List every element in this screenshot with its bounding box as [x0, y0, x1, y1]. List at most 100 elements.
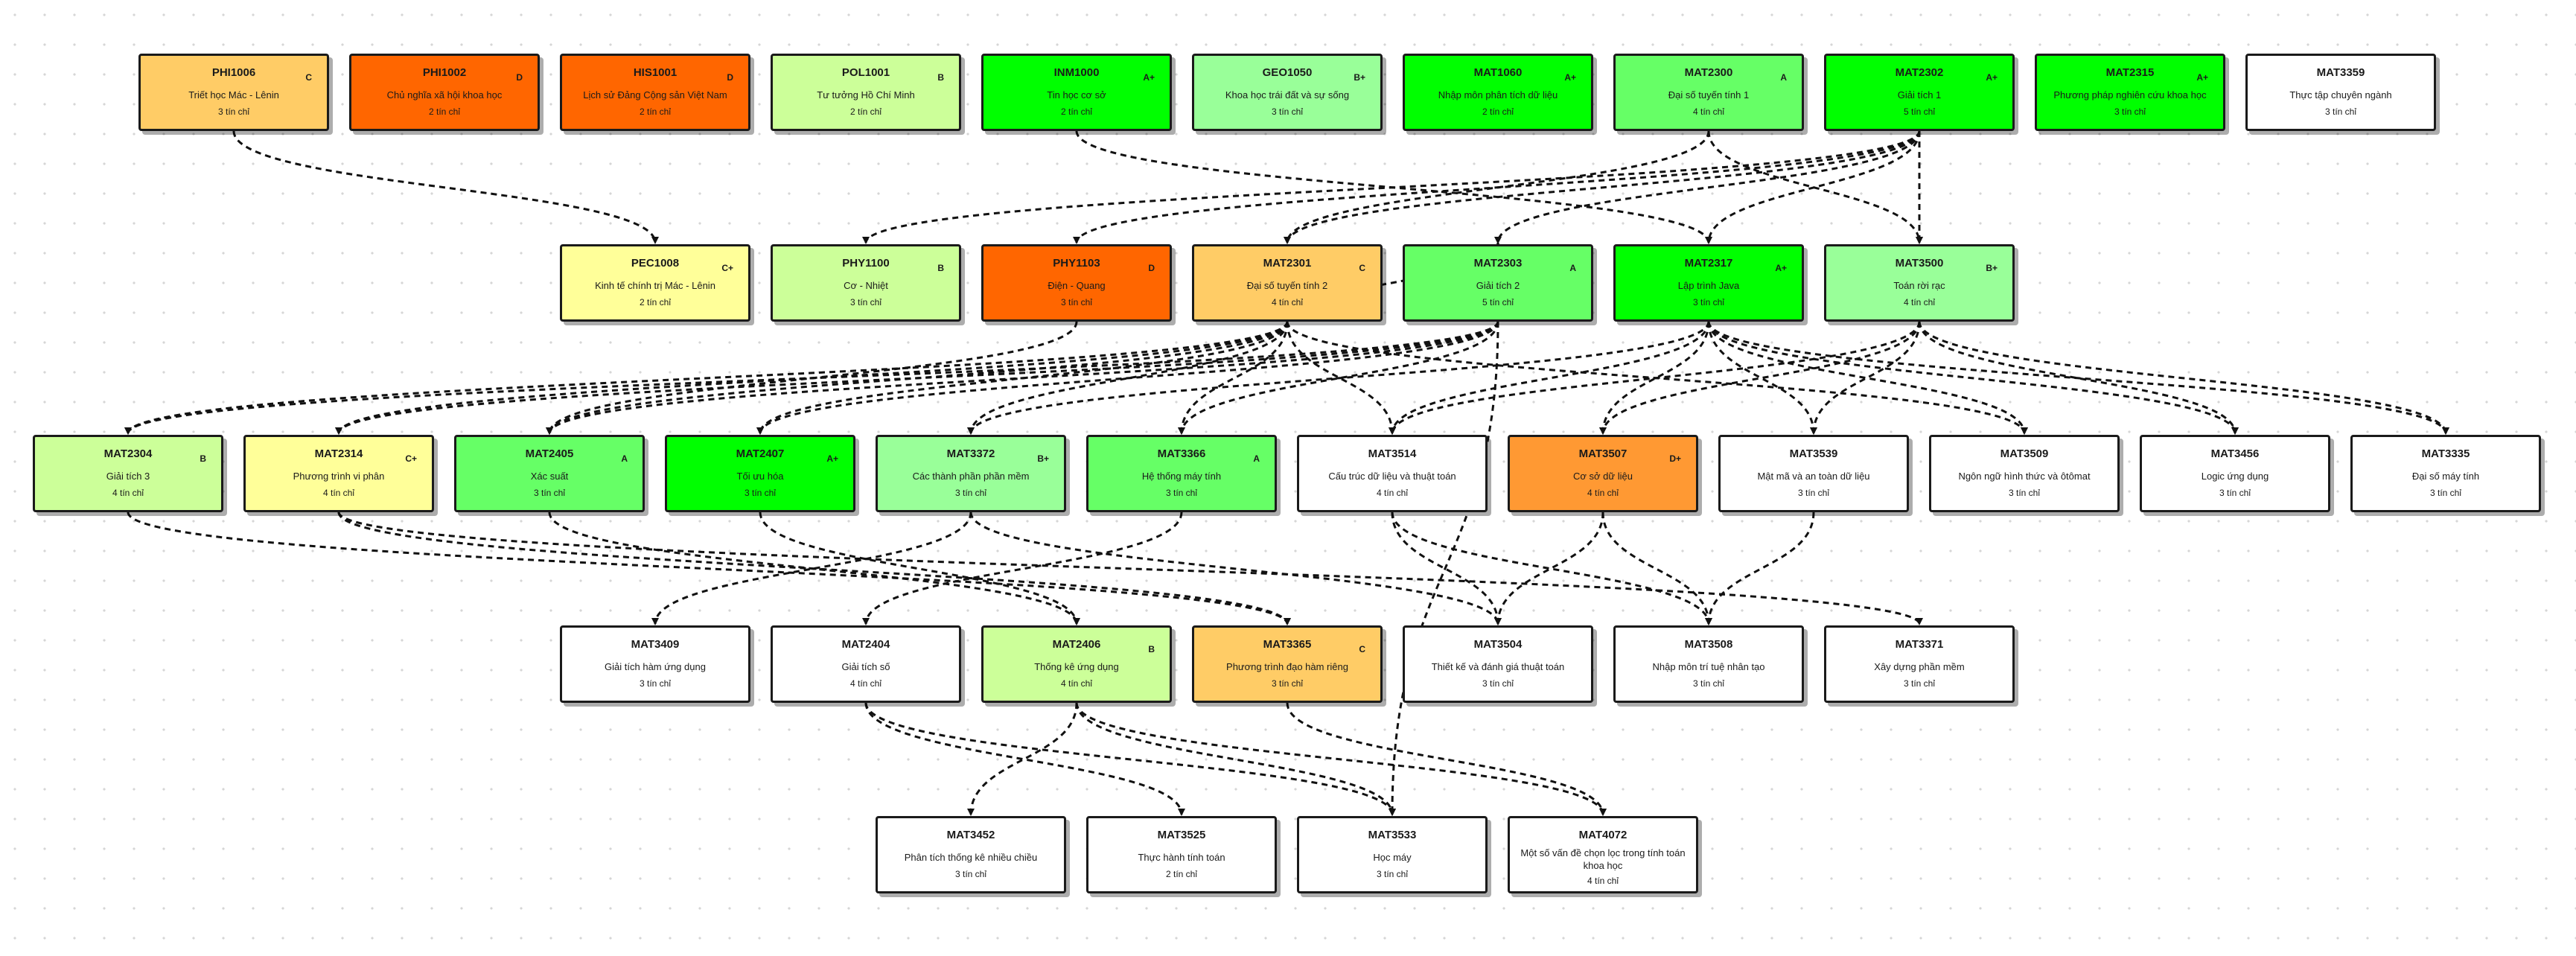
course-name: Phương trình đạo hàm riêng: [1226, 661, 1348, 672]
course-name: Tối ưu hóa: [736, 471, 784, 482]
course-credits: 3 tín chỉ: [773, 297, 959, 307]
course-code: MAT2315: [2105, 66, 2155, 79]
course-credits: 3 tín chỉ: [141, 106, 327, 117]
course-code: INM1000: [1053, 66, 1100, 79]
credits-number: 3: [849, 297, 855, 307]
course-code: MAT3456: [2210, 447, 2260, 460]
course-credits: 2 tín chỉ: [983, 106, 1170, 117]
course-name: Giải tích 2: [1476, 280, 1520, 291]
credits-suffix: tín chỉ: [331, 488, 355, 498]
credits-number: 4: [1376, 488, 1382, 498]
course-code: MAT2304: [103, 447, 153, 460]
course-name: Hệ thống máy tính: [1141, 471, 1222, 482]
credits-number: 4: [1060, 678, 1066, 689]
credits-number: 4: [1271, 297, 1277, 307]
credits-suffix: tín chỉ: [963, 488, 987, 498]
credits-number: 4: [1692, 106, 1698, 117]
course-name: Đại số máy tính: [2411, 471, 2480, 482]
course-code: MAT3500: [1895, 257, 1944, 270]
course-name: Các thành phần phần mềm: [912, 471, 1030, 482]
course-name: Giải tích 1: [1897, 89, 1942, 101]
credits-suffix: tín chỉ: [1173, 869, 1198, 879]
credits-suffix: tín chỉ: [1279, 297, 1304, 307]
credits-number: 3: [1271, 678, 1277, 689]
credits-suffix: tín chỉ: [2122, 106, 2146, 117]
course-credits: 4 tín chỉ: [246, 488, 432, 498]
course-grade: A+: [1564, 72, 1576, 83]
course-credits: 5 tín chỉ: [1826, 106, 2012, 117]
course-name: Toán rời rạc: [1893, 280, 1945, 291]
course-name: Nhập môn phân tích dữ liệu: [1438, 89, 1558, 101]
credits-suffix: tín chỉ: [1068, 678, 1093, 689]
credits-suffix: tín chỉ: [858, 106, 882, 117]
course-credits: 3 tín chỉ: [2353, 488, 2539, 498]
credits-number: 2: [1165, 869, 1171, 879]
course-credits: 3 tín chỉ: [1194, 106, 1380, 117]
credits-number: 3: [954, 869, 960, 879]
credits-number: 3: [2219, 488, 2225, 498]
course-grade: A+: [1986, 72, 1998, 83]
credits-number: 3: [1271, 106, 1277, 117]
course-credits: 3 tín chỉ: [667, 488, 853, 498]
credits-suffix: tín chỉ: [1911, 678, 1936, 689]
credits-suffix: tín chỉ: [2333, 106, 2357, 117]
credits-number: 3: [744, 488, 750, 498]
course-name: Điện - Quang: [1048, 280, 1106, 291]
course-name: Mật mã và an toàn dữ liệu: [1757, 471, 1870, 482]
course-code: PHY1103: [1053, 257, 1100, 270]
credits-number: 2: [849, 106, 855, 117]
credits-number: 2: [639, 106, 645, 117]
credits-number: 4: [849, 678, 855, 689]
course-credits: 4 tín chỉ: [1194, 297, 1380, 307]
course-grade: C+: [405, 453, 417, 464]
credits-suffix: tín chỉ: [1911, 297, 1936, 307]
course-grade: A+: [2196, 72, 2208, 83]
course-name: Phân tích thống kê nhiều chiều: [904, 852, 1038, 863]
course-credits: 3 tín chỉ: [2037, 106, 2223, 117]
course-credits: 4 tín chỉ: [1510, 876, 1696, 886]
credits-suffix: tín chỉ: [2438, 488, 2462, 498]
